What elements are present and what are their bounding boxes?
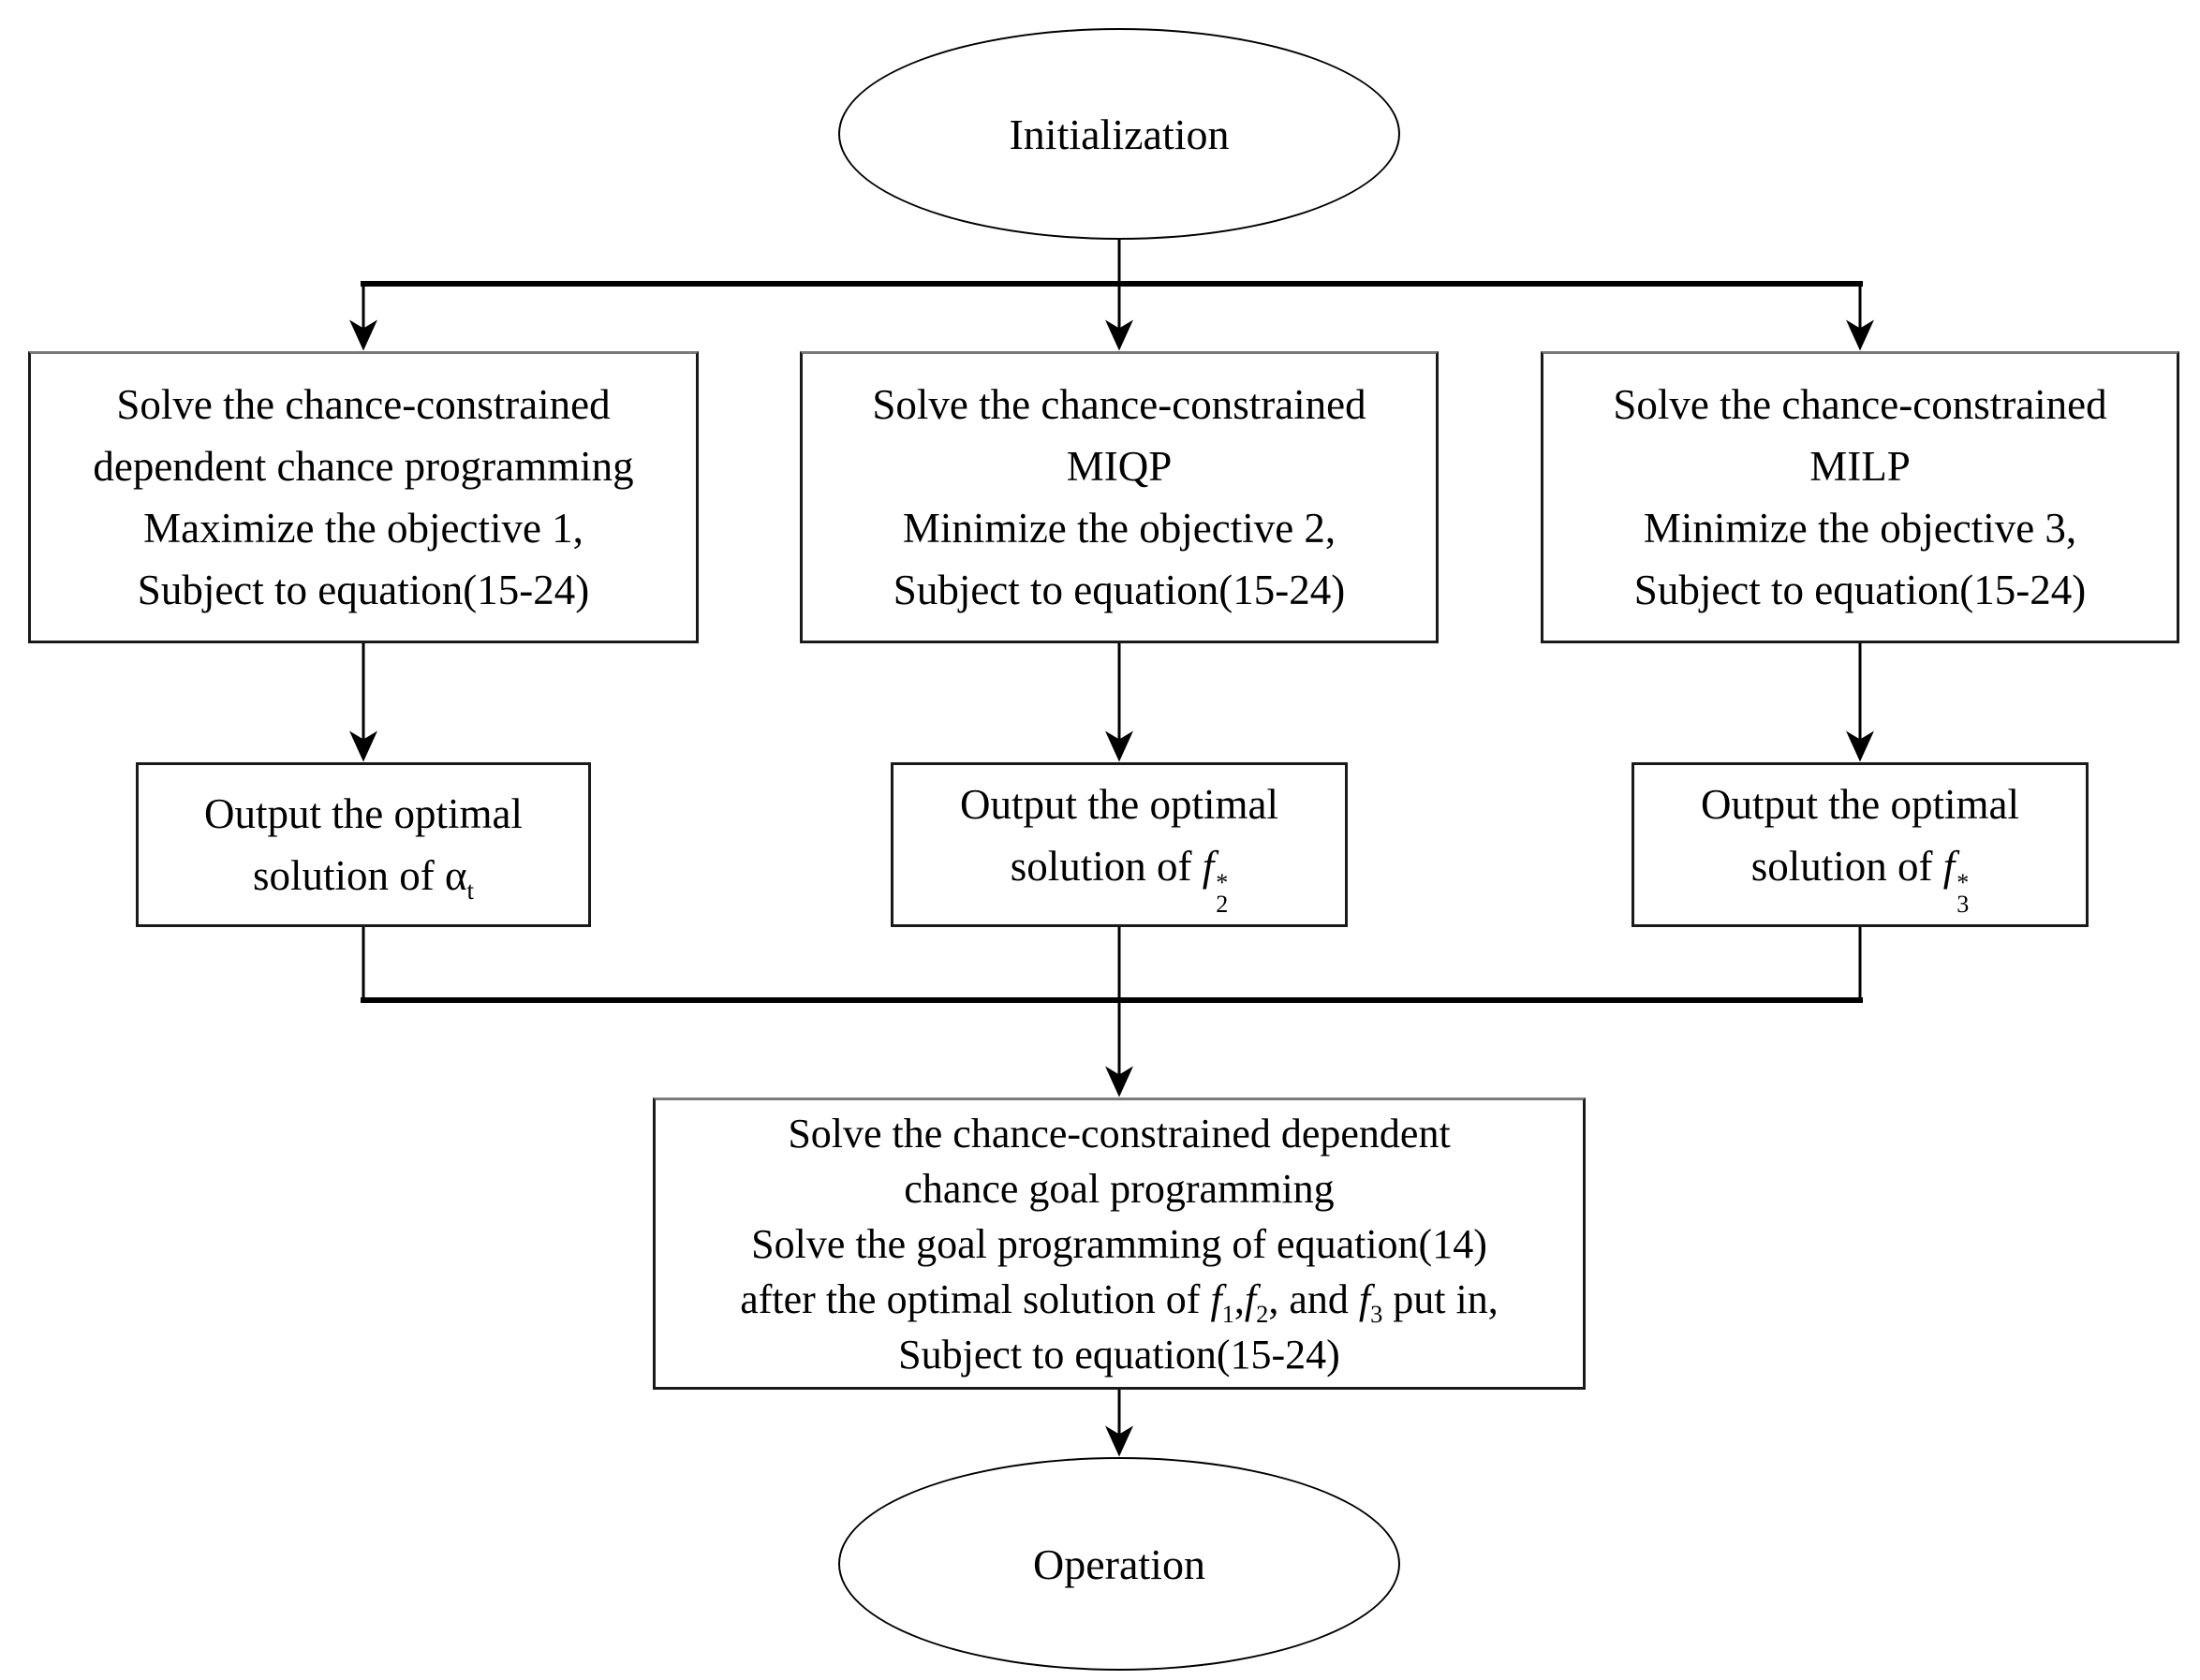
box-line: Minimize the objective 2,: [902, 505, 1336, 552]
box-line: Solve the chance-constrained: [116, 381, 611, 428]
goal-programming-box: Solve the chance-constrained dependent c…: [653, 1098, 1586, 1390]
box-line: Output the optimal: [960, 781, 1278, 829]
output-box-f2: Output the optimal solution of f*2: [891, 762, 1348, 927]
box-line: solution of f*3: [1750, 835, 1970, 919]
f2-symbol: f2: [1244, 1275, 1269, 1328]
output3-prefix: solution of: [1750, 843, 1943, 891]
box-line: Output the optimal: [1701, 781, 2019, 829]
output2-prefix: solution of: [1010, 843, 1203, 891]
end-node: Operation: [838, 1457, 1400, 1671]
alpha-symbol: αt: [444, 852, 475, 905]
f2-star-symbol: f*2: [1202, 843, 1229, 919]
solve-box-milp: Solve the chance-constrained MILP Minimi…: [1541, 351, 2179, 643]
box-line: Minimize the objective 3,: [1643, 505, 2077, 552]
output-box-alpha: Output the optimal solution of αt: [136, 762, 591, 927]
box-line: chance goal programming: [904, 1165, 1335, 1212]
start-node: Initialization: [838, 28, 1400, 240]
f1-symbol: f1: [1210, 1275, 1234, 1328]
box-line: MIQP: [1066, 443, 1173, 490]
box-line: Maximize the objective 1,: [143, 505, 583, 552]
output-box-f3: Output the optimal solution of f*3: [1632, 762, 2089, 927]
box-line: Solve the chance-constrained dependent: [788, 1110, 1451, 1157]
box-line: solution of αt: [253, 845, 474, 906]
solve-box-miqp: Solve the chance-constrained MIQP Minimi…: [800, 351, 1439, 643]
box-line: Subject to equation(15-24): [1633, 567, 2087, 613]
box-line: Subject to equation(15-24): [137, 567, 590, 613]
box-line: Solve the chance-constrained: [872, 381, 1366, 428]
box-line: dependent chance programming: [93, 443, 634, 490]
box-line: after the optimal solution of f1,f2, and…: [740, 1275, 1499, 1328]
box-line: Solve the goal programming of equation(1…: [751, 1220, 1487, 1267]
output1-prefix: solution of: [252, 852, 445, 899]
box-line: Subject to equation(15-24): [893, 567, 1346, 613]
f3-symbol: f3: [1358, 1275, 1383, 1328]
end-label: Operation: [1033, 1540, 1205, 1588]
box-line: Solve the chance-constrained: [1613, 381, 2107, 428]
solve-box-dependent-chance: Solve the chance-constrained dependent c…: [28, 351, 699, 643]
box-line: solution of f*2: [1010, 835, 1229, 919]
box-line: Output the optimal: [204, 790, 523, 837]
box-line: MILP: [1809, 443, 1911, 490]
start-label: Initialization: [1009, 110, 1230, 158]
box-line: Subject to equation(15-24): [898, 1331, 1340, 1378]
f3-star-symbol: f*3: [1942, 843, 1970, 919]
